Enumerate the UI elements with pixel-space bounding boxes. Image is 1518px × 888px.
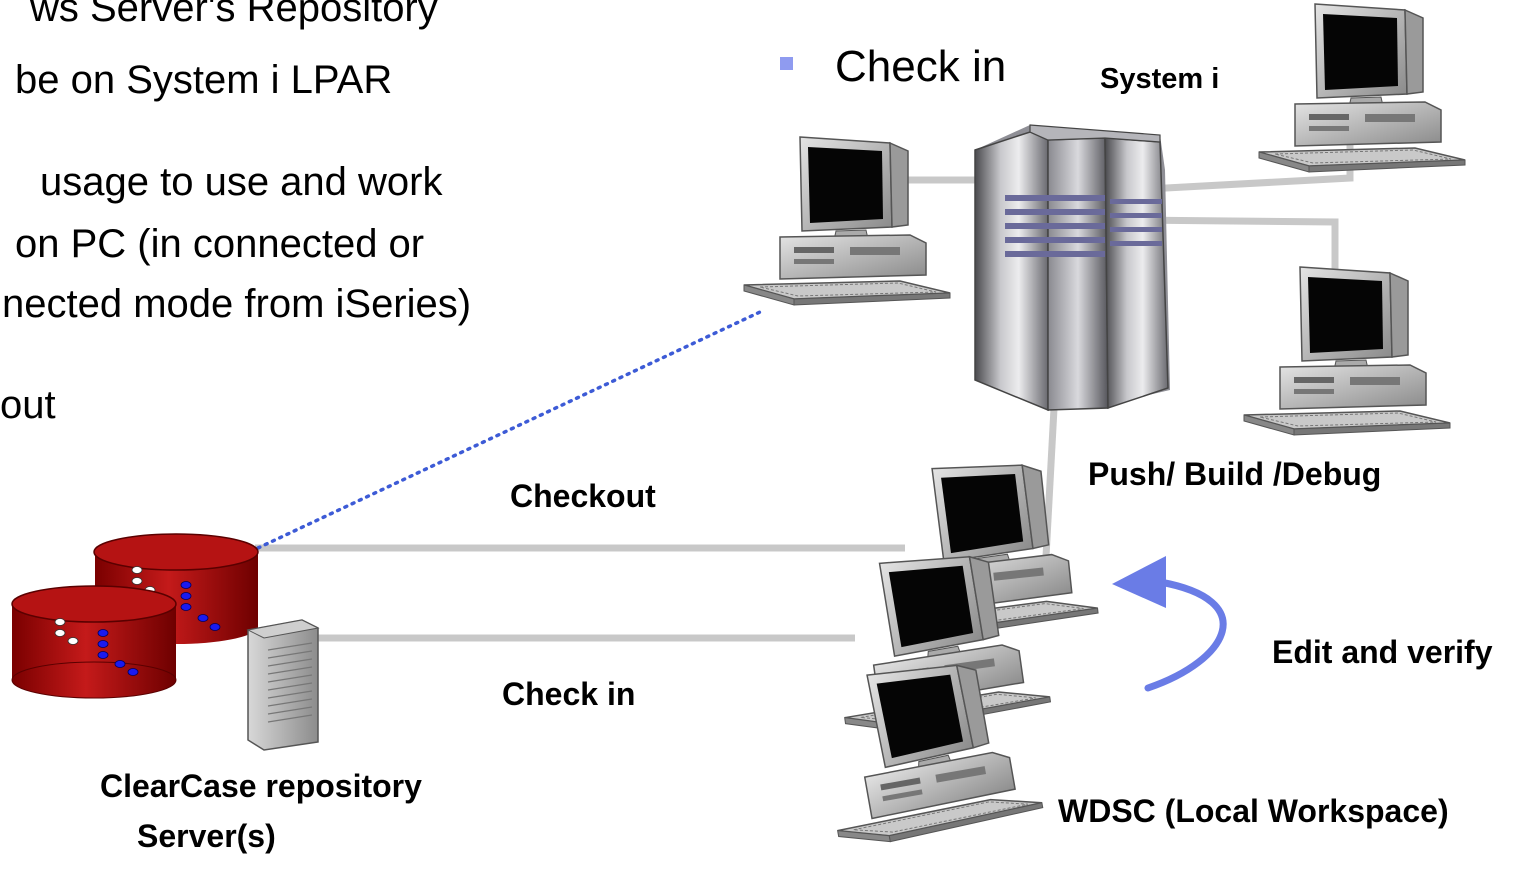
desktop-computer-icon <box>743 136 951 306</box>
desktop-computer-icon <box>1243 266 1451 436</box>
server-tower-icon <box>246 619 320 751</box>
servers-label: Server(s) <box>137 818 276 854</box>
dotted-link <box>256 310 762 550</box>
bullet-line-3: usage to use and work <box>40 160 443 204</box>
square-bullet-icon <box>780 57 793 70</box>
right-bullet-check-in: Check in <box>835 42 1007 91</box>
system-i-label: System i <box>1100 63 1220 95</box>
checkout-label: Checkout <box>510 478 656 514</box>
database-cylinder-icon <box>11 533 259 699</box>
bullet-line-2: be on System i LPAR <box>15 58 393 102</box>
clearcase-repository-label: ClearCase repository <box>100 768 422 804</box>
wdsc-workstations <box>811 452 1100 852</box>
push-build-debug-label: Push/ Build /Debug <box>1088 456 1382 492</box>
check-in-label: Check in <box>502 676 636 712</box>
bullet-line-5: nected mode from iSeries) <box>2 282 472 326</box>
wdsc-label: WDSC (Local Workspace) <box>1058 793 1449 829</box>
bullet-line-6: out <box>0 383 56 427</box>
bullet-line-4: on PC (in connected or <box>15 222 425 266</box>
curved-arrow-icon <box>1112 556 1227 692</box>
edit-verify-label: Edit and verify <box>1272 634 1493 670</box>
bullet-line-1: ws Server's Repository <box>30 0 438 30</box>
desktop-computer-icon <box>1258 3 1466 173</box>
server-tower-icon <box>974 124 1170 412</box>
